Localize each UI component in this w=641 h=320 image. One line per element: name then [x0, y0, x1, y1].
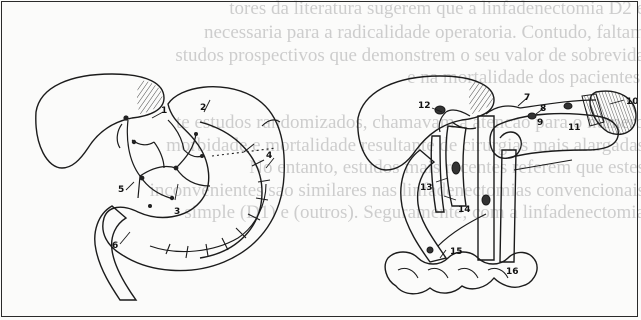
figure-page: tores da literatura sugerem que a linfad… [0, 0, 641, 320]
figure-frame [1, 1, 638, 317]
